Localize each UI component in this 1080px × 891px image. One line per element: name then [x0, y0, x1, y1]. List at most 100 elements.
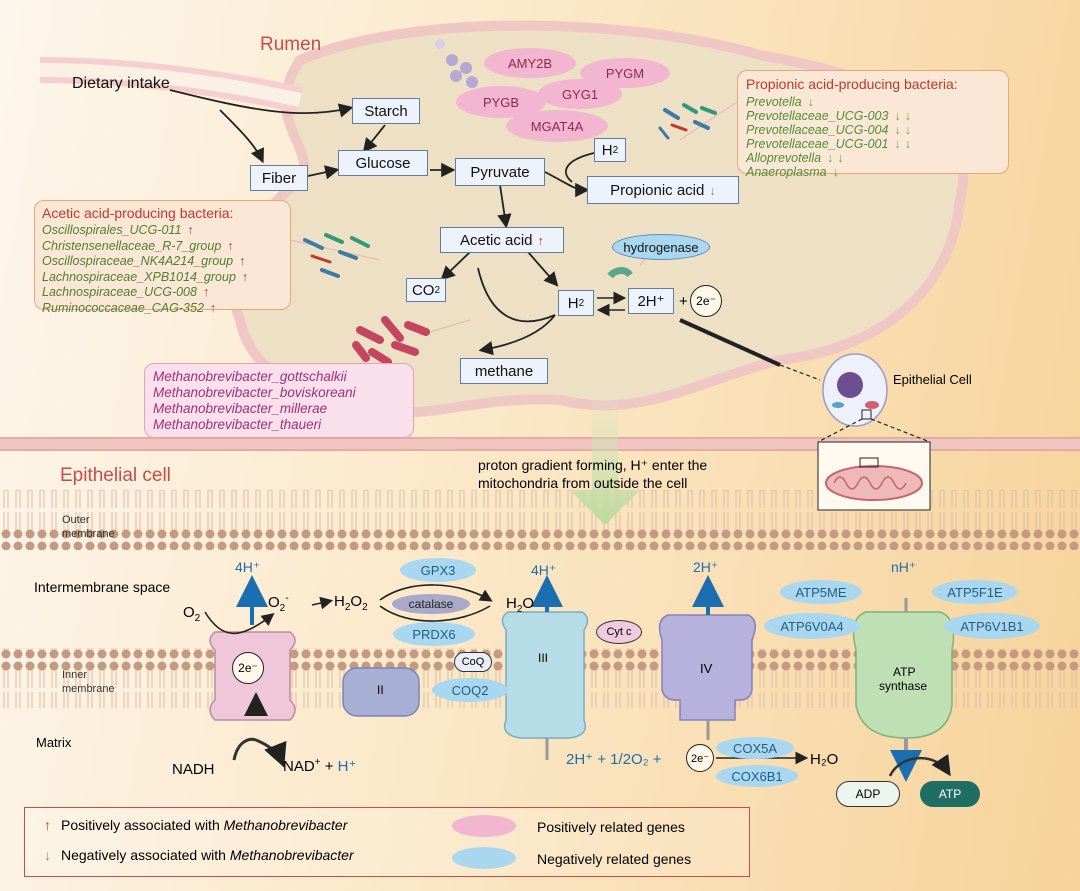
propionic-bacteria-item: Prevotellaceae_UCG-003 ↓↓	[746, 109, 1000, 123]
proton-flow-arrow	[570, 400, 640, 525]
down-arrow-icon: ↓↓	[894, 109, 915, 123]
complex-iii-label: III	[538, 651, 549, 665]
proton-4h-mid: 4H⁺	[531, 562, 557, 578]
propionic-bacteria-panel: Propionic acid-producing bacteria: Prevo…	[737, 70, 1009, 179]
down-arrow-icon: ↓↓	[894, 137, 915, 151]
bacteria-name: Prevotellaceae_UCG-004	[746, 123, 889, 137]
propionic-bacteria-list: Prevotella↓Prevotellaceae_UCG-003↓↓Prevo…	[746, 95, 1000, 179]
pyruvate-box: Pyruvate	[455, 158, 545, 186]
bacteria-name: Lachnospiraceae_XPB1014_group	[42, 269, 236, 284]
water-label: H2O	[506, 595, 535, 615]
o2-label: O2	[183, 604, 201, 624]
outer-membrane-label-2: membrane	[62, 528, 115, 540]
bacteria-name: Prevotellaceae_UCG-001	[746, 137, 889, 151]
nad-label: NAD+ + H⁺	[283, 757, 357, 775]
proton-nh: nH⁺	[891, 559, 917, 575]
legend-pos-genes: Positively related genes	[537, 819, 685, 835]
acetic-bacteria-list: Oscillospirales_UCG-011↑Christensenellac…	[42, 223, 283, 316]
complex-ii-label: II	[377, 683, 384, 697]
up-arrow-icon: ↑	[537, 232, 545, 248]
complex-iii-shape	[501, 611, 589, 739]
up-arrow-icon: ↑	[187, 223, 198, 237]
up-arrow-icon: ↑	[227, 238, 238, 253]
outer-membrane-label-1: Outer	[62, 514, 90, 526]
proton-note-line2: mitochondria from outside the cell	[478, 475, 688, 491]
cytc-label: Cyt c	[596, 620, 642, 644]
propionic-acid-box: Propionic acid↓	[587, 176, 739, 204]
acetic-acid-box: Acetic acid↑	[440, 227, 564, 253]
legend-pink-swatch	[452, 815, 516, 837]
down-arrow-icon: ↓	[44, 847, 51, 863]
complex-iv-electron: 2e⁻	[686, 744, 714, 772]
acetic-bacteria-panel: Acetic acid-producing bacteria: Oscillos…	[34, 200, 291, 315]
acetic-bacteria-item: Christensenellaceae_R-7_group ↑	[42, 239, 283, 255]
fiber-box: Fiber	[250, 165, 308, 191]
epithelial-cell-illustration	[817, 353, 931, 443]
legend-blue-swatch	[452, 847, 516, 869]
methanogen-cluster	[352, 316, 430, 366]
plus-sign: +	[679, 293, 688, 310]
gene-atp5me: ATP5ME	[780, 580, 862, 604]
propionic-bacteria-cluster	[658, 103, 717, 140]
mitochondrion-illustration	[817, 441, 931, 511]
acetic-bacteria-item: Oscillospiraceae_NK4A214_group↑	[42, 254, 283, 270]
complex-iv-shape	[658, 614, 756, 721]
h2o2-label: H2O2	[334, 593, 368, 613]
gene-coq2: COQ2	[432, 678, 508, 702]
bacteria-name: Prevotella	[746, 95, 802, 109]
acetic-bacteria-item: Lachnospiraceae_UCG-008↑	[42, 285, 283, 301]
methane-box: methane	[460, 358, 548, 384]
electron-circle: 2e⁻	[690, 285, 722, 317]
rumen-title: Rumen	[260, 34, 322, 55]
gene-atp6v1b1: ATP6V1B1	[944, 613, 1040, 639]
glucose-box: Glucose	[338, 150, 428, 176]
catalase-label: catalase	[392, 594, 470, 614]
down-arrow-icon: ↓	[709, 182, 716, 198]
legend	[24, 807, 750, 877]
down-arrow-icon: ↓	[832, 165, 843, 179]
up-arrow-icon: ↑	[44, 817, 51, 833]
legend-negative-assoc: ↓Negatively associated with Methanobrevi…	[44, 847, 354, 863]
matrix-label: Matrix	[36, 735, 72, 750]
gene-atp5f1e: ATP5F1E	[932, 580, 1018, 604]
epithelial-title: Epithelial cell	[60, 465, 171, 486]
acetic-bacteria-item: Ruminococcaceae_CAG-352↑	[42, 301, 283, 317]
legend-positive-assoc: ↑Positively associated with Methanobrevi…	[44, 817, 348, 833]
atp-synthase-label-2: synthase	[879, 679, 928, 693]
bacteria-name: Prevotellaceae_UCG-003	[746, 109, 889, 123]
proton-note-line1: proton gradient forming, H⁺ enter the	[478, 457, 708, 473]
complex-ii-shape	[342, 667, 420, 717]
acetic-panel-title: Acetic acid-producing bacteria:	[42, 205, 234, 221]
methanogen-item: Methanobrevibacter_boviskoreani	[153, 385, 356, 400]
bacteria-name: Oscillospiraceae_NK4A214_group	[42, 254, 234, 268]
coq-label: CoQ	[454, 652, 492, 672]
gene-atp6v0a4: ATP6V0A4	[764, 613, 860, 639]
starch-granules	[435, 39, 478, 88]
epithelial-cell-label: Epithelial Cell	[893, 372, 972, 387]
gene-mgat4a: MGAT4A	[506, 110, 608, 142]
inner-membrane-label-1: Inner	[62, 669, 88, 681]
propionic-panel-title: Propionic acid-producing bacteria:	[746, 76, 958, 92]
bacteria-name: Alloprevotella	[746, 151, 822, 165]
propionic-bacteria-item: Prevotella ↓	[746, 95, 1000, 109]
apical-membrane	[0, 437, 1080, 451]
down-arrow-icon: ↓	[807, 95, 818, 109]
intermembrane-space-label: Intermembrane space	[34, 579, 171, 595]
down-arrow-icon: ↓↓	[827, 151, 848, 165]
propionic-bacteria-item: Alloprevotella ↓↓	[746, 151, 1000, 165]
propionic-bacteria-item: Prevotellaceae_UCG-001 ↓↓	[746, 137, 1000, 151]
gene-prdx6: PRDX6	[393, 622, 475, 646]
proton-2h: 2H⁺	[693, 559, 719, 575]
bacteria-name: Anaeroplasma	[746, 165, 827, 179]
propionic-bacteria-item: Prevotellaceae_UCG-004 ↓↓	[746, 123, 1000, 137]
bacteria-name: Christensenellaceae_R-7_group	[42, 238, 222, 253]
down-arrow-icon: ↓↓	[894, 123, 915, 137]
bacteria-name: Lachnospiraceae_UCG-008	[42, 285, 197, 299]
complex-iv-product: H₂O	[810, 751, 839, 768]
